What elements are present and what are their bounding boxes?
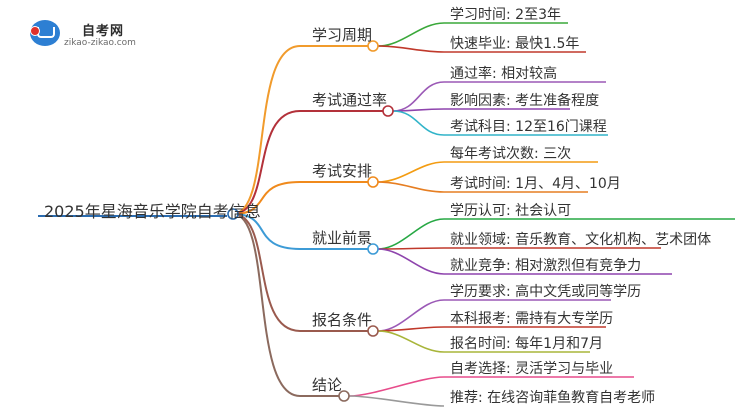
branch-label: 学习周期 — [312, 26, 373, 44]
leaf-connector — [377, 248, 445, 275]
branch-connector — [232, 110, 301, 215]
branch-connector — [232, 213, 301, 332]
leaf-label: 本科报考: 需持有大专学历 — [450, 311, 614, 327]
leaf-label: 就业竞争: 相对激烈但有竞争力 — [450, 258, 642, 274]
leaf-connector — [377, 247, 445, 250]
leaf-connector — [377, 218, 445, 250]
leaf-label: 学习时间: 2至3年 — [450, 7, 561, 23]
branch-toggle-circle[interactable] — [367, 40, 379, 52]
branch-label: 报名条件 — [312, 311, 373, 329]
leaf-label: 通过率: 相对较高 — [450, 66, 558, 82]
logo-title: 自考网 — [82, 24, 125, 39]
branch-label: 就业前景 — [312, 229, 373, 247]
root-toggle-circle[interactable] — [227, 208, 239, 220]
branch-label: 考试安排 — [312, 162, 373, 180]
leaf-label: 快速毕业: 最快1.5年 — [450, 36, 580, 52]
branch-connector — [232, 213, 301, 250]
branch-toggle-circle[interactable] — [367, 243, 379, 255]
branch-toggle-circle[interactable] — [367, 176, 379, 188]
leaf-connector — [377, 45, 445, 53]
site-logo[interactable]: 自考网 zikao-zikao.com — [30, 20, 140, 50]
branch-label: 结论 — [312, 376, 343, 394]
leaf-connector — [377, 181, 445, 193]
leaf-connector — [377, 22, 445, 47]
leaf-label: 影响因素: 考生准备程度 — [450, 93, 600, 109]
leaf-connector — [377, 330, 445, 353]
leaf-connector — [392, 81, 445, 112]
branch-connector — [232, 45, 301, 215]
branch-connector — [232, 213, 301, 397]
branch-toggle-circle[interactable] — [382, 105, 394, 117]
branch-connector — [232, 181, 301, 215]
leaf-label: 考试时间: 1月、4月、10月 — [450, 176, 621, 192]
logo-accent-dot — [30, 26, 40, 36]
logo-url: zikao-zikao.com — [64, 38, 136, 48]
leaf-label: 考试科目: 12至16门课程 — [450, 119, 607, 135]
root-topic-label: 2025年星海音乐学院自考信息 — [44, 202, 261, 221]
branch-toggle-circle[interactable] — [367, 325, 379, 337]
leaf-connector — [377, 299, 445, 332]
branch-toggle-circle[interactable] — [338, 390, 350, 402]
leaf-label: 报名时间: 每年1月和7月 — [450, 336, 603, 352]
branch-label: 考试通过率 — [312, 91, 388, 109]
leaf-label: 自考选择: 灵活学习与毕业 — [450, 361, 614, 377]
leaf-connector — [392, 110, 445, 136]
leaf-label: 推荐: 在线咨询菲鱼教育自考老师 — [450, 390, 656, 406]
leaf-label: 学历要求: 高中文凭或同等学历 — [450, 284, 642, 300]
leaf-connector — [377, 161, 445, 183]
leaf-connector — [348, 395, 445, 407]
leaf-label: 学历认可: 社会认可 — [450, 203, 572, 219]
leaf-connector — [348, 376, 445, 397]
leaf-label: 每年考试次数: 三次 — [450, 146, 572, 162]
leaf-label: 就业领域: 音乐教育、文化机构、艺术团体 — [450, 232, 712, 248]
